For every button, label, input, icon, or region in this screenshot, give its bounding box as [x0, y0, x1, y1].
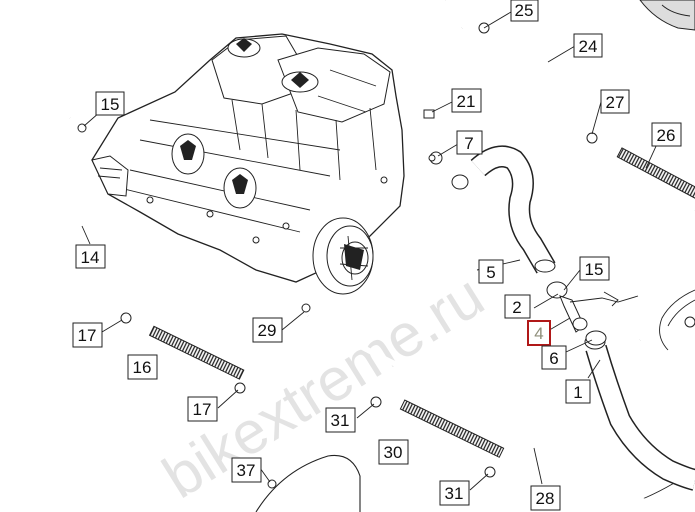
callout-label: 31	[445, 484, 464, 503]
callout-label: 24	[579, 37, 598, 56]
hose-24	[443, 0, 695, 213]
callout-label: 5	[486, 263, 495, 282]
callout-label: 25	[515, 1, 534, 20]
callout-label: 27	[606, 93, 625, 112]
frame-part-top-right	[639, 0, 695, 31]
hose-5	[470, 145, 556, 274]
callout-label: 17	[78, 326, 97, 345]
callout-29[interactable]: 29	[252, 317, 283, 343]
callout-label: 4	[534, 324, 543, 343]
callout-label: 6	[549, 349, 558, 368]
spring-30	[399, 399, 505, 458]
callout-1[interactable]: 1	[565, 379, 591, 404]
callout-label: 28	[536, 489, 555, 508]
hose-1	[584, 334, 695, 491]
wheel-part	[255, 454, 361, 512]
callout-label: 17	[193, 400, 212, 419]
engine-assembly	[91, 33, 405, 295]
callout-28[interactable]: 28	[530, 485, 561, 511]
callout-label: 29	[258, 321, 277, 340]
callout-label: 15	[585, 260, 604, 279]
hose-21	[423, 26, 465, 121]
callout-16[interactable]: 16	[127, 354, 158, 380]
callout-4-highlighted[interactable]: 4	[527, 320, 551, 346]
callout-15-top[interactable]: 15	[95, 91, 125, 116]
connector-assembly	[546, 281, 639, 346]
callout-label: 21	[457, 92, 476, 111]
callout-label: 1	[573, 383, 582, 402]
spring-26	[616, 147, 695, 201]
callout-label: 30	[384, 443, 403, 462]
callout-31-top[interactable]: 31	[325, 407, 356, 433]
callout-label: 15	[101, 95, 120, 114]
callout-label: 7	[464, 134, 473, 153]
callout-17-left[interactable]: 17	[72, 322, 103, 348]
callout-label: 31	[331, 411, 350, 430]
callout-30[interactable]: 30	[378, 439, 409, 465]
callout-37[interactable]: 37	[231, 457, 262, 483]
hose-28	[306, 313, 695, 512]
callout-14[interactable]: 14	[75, 244, 106, 269]
callout-27[interactable]: 27	[600, 89, 630, 114]
hose-14	[34, 112, 657, 342]
callout-25[interactable]: 25	[510, 0, 539, 22]
callout-17-right[interactable]: 17	[187, 396, 218, 422]
callout-label: 26	[657, 126, 676, 145]
callout-label: 16	[133, 358, 152, 377]
callout-6[interactable]: 6	[541, 345, 567, 370]
callout-26[interactable]: 26	[651, 122, 682, 147]
callout-label: 2	[512, 298, 521, 317]
callout-21[interactable]: 21	[451, 88, 482, 113]
callout-2[interactable]: 2	[504, 294, 531, 319]
callout-31-bottom[interactable]: 31	[439, 480, 470, 506]
callout-label: 37	[237, 461, 256, 480]
callout-24[interactable]: 24	[573, 33, 603, 58]
callout-label: 14	[81, 248, 100, 267]
callout-15-right[interactable]: 15	[579, 256, 610, 281]
callout-5[interactable]: 5	[478, 259, 504, 284]
callout-7[interactable]: 7	[456, 130, 483, 155]
spring-16	[148, 325, 245, 380]
